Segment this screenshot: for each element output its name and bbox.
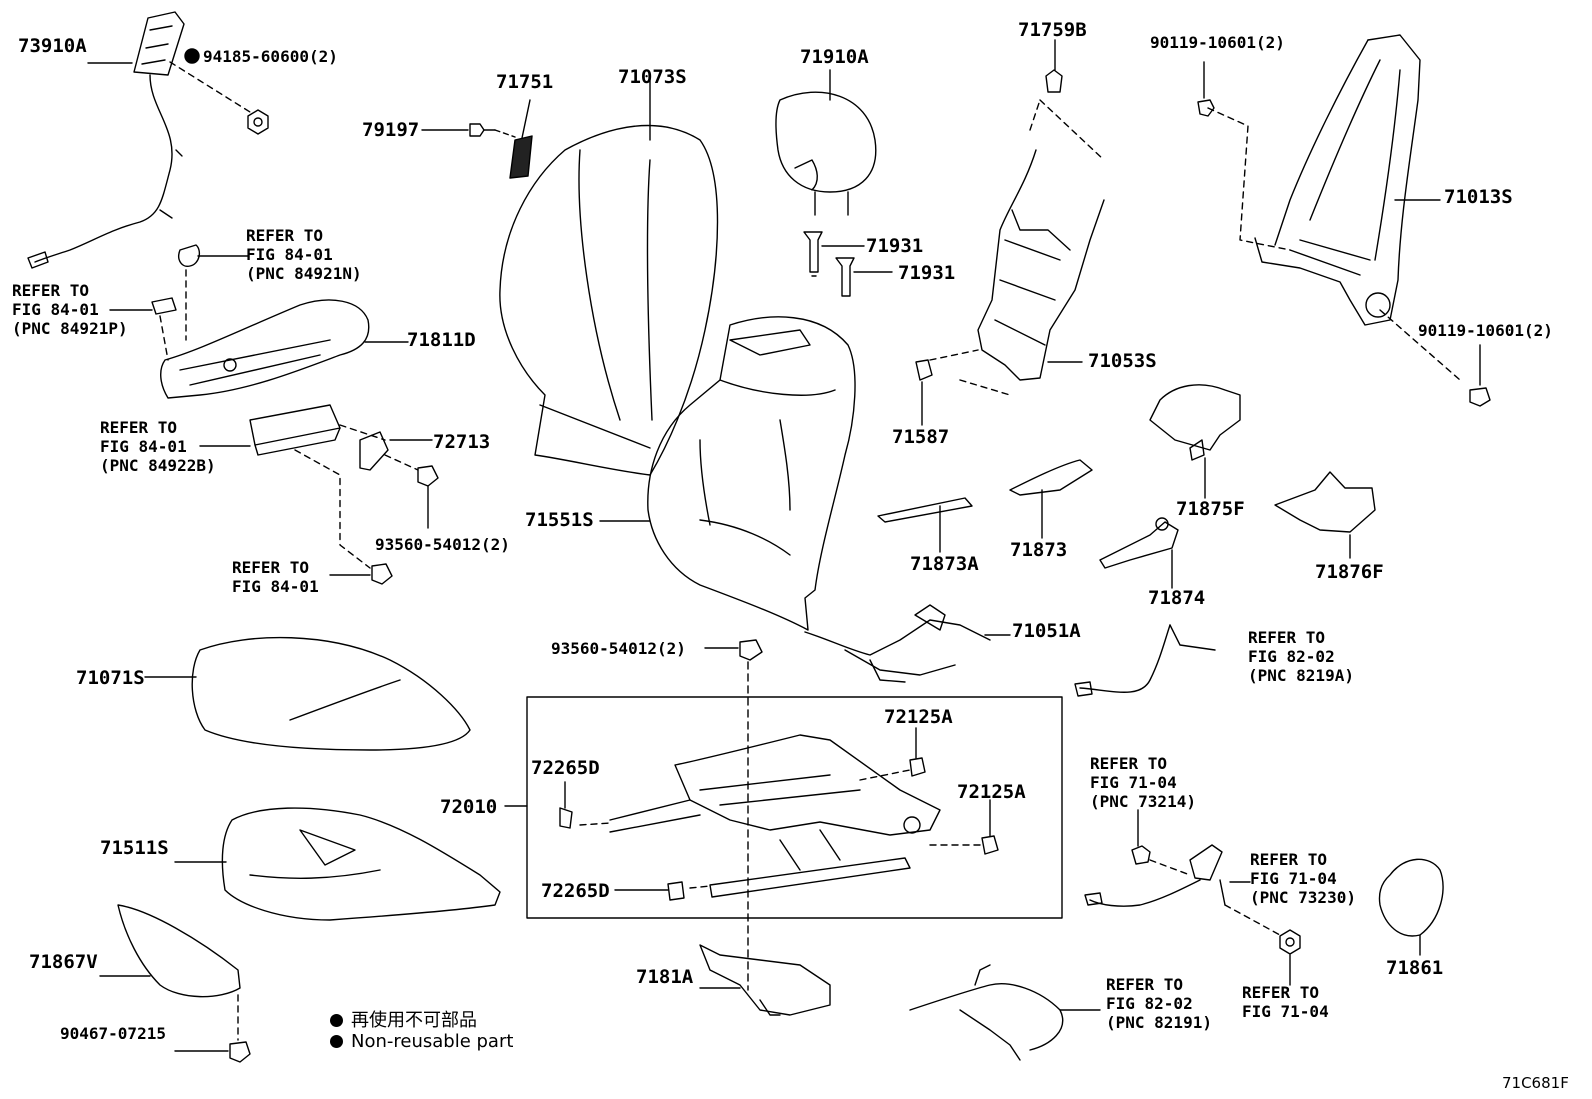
label-72010: 72010 (440, 796, 498, 818)
label-71873: 71873 (1010, 539, 1068, 561)
label-71051A: 71051A (1012, 620, 1081, 642)
airbag-module-73910A (28, 12, 184, 268)
cushion-pad-71511S (175, 808, 500, 920)
label-73910A: 73910A (18, 35, 87, 57)
label-93560-side: 93560-54012(2) (375, 535, 510, 554)
label-71876F: 71876F (1315, 561, 1384, 583)
label-71873A: 71873A (910, 553, 979, 575)
switch-84922B (200, 405, 370, 568)
bolt-90119-bottom (1470, 345, 1490, 406)
label-71874: 71874 (1148, 587, 1206, 609)
label-71875F: 71875F (1176, 498, 1245, 520)
headrest-guide-71931 (804, 232, 892, 296)
label-71759B: 71759B (1018, 19, 1087, 41)
label-7181A: 7181A (636, 966, 694, 988)
label-94185: 94185-60600(2) (203, 47, 338, 66)
back-plate-71053S (930, 100, 1104, 395)
label-71811D: 71811D (407, 329, 476, 351)
seatbelt-buckle-73230 (1085, 845, 1280, 935)
label-71587: 71587 (892, 426, 950, 448)
bracket-7181A (700, 945, 830, 1015)
label-71861: 71861 (1386, 957, 1444, 979)
wire-8219A (1075, 625, 1215, 696)
non-reusable-dot-icon (185, 49, 199, 63)
cap-72265D-upper (560, 782, 572, 828)
label-71931-b: 71931 (898, 262, 956, 284)
label-71867V: 71867V (29, 951, 98, 973)
label-71931-a: 71931 (866, 235, 924, 257)
side-cover-71811D (110, 245, 408, 398)
pad-71751 (510, 100, 532, 178)
pad-71875F (1150, 385, 1240, 498)
label-72125A-upper: 72125A (884, 706, 953, 728)
label-71073S: 71073S (618, 66, 687, 88)
label-72125A-lower: 72125A (957, 781, 1026, 803)
trim-71874 (1100, 518, 1178, 588)
nut-71-04 (1280, 930, 1300, 985)
seatback-cover-71073S (500, 75, 718, 475)
label-90467: 90467-07215 (60, 1024, 166, 1043)
nut-72125A-upper (860, 728, 925, 780)
label-93560-center: 93560-54012(2) (551, 639, 686, 658)
label-90119-bottom: 90119-10601(2) (1418, 321, 1553, 340)
harness-82191 (910, 965, 1100, 1060)
clip-79197 (422, 124, 515, 137)
label-71071S: 71071S (76, 667, 145, 689)
label-71551S: 71551S (525, 509, 594, 531)
screw-84-01 (330, 564, 392, 584)
trim-71873 (1010, 460, 1092, 538)
cushion-cover-71071S (145, 638, 470, 750)
label-71053S: 71053S (1088, 350, 1157, 372)
trim-71873A (878, 498, 972, 552)
clip-71759B (1046, 40, 1062, 92)
label-71751: 71751 (496, 71, 554, 93)
seat-adjuster-72010 (580, 735, 940, 897)
bracket-72713 (340, 425, 432, 470)
cover-71861 (1379, 859, 1443, 955)
harness-71051A (805, 605, 1010, 682)
label-79197: 79197 (362, 119, 420, 141)
nut-94185 (170, 49, 268, 134)
label-71511S: 71511S (100, 837, 169, 859)
figure-code: 71C681F (1502, 1074, 1569, 1092)
trim-71867V (100, 905, 240, 1040)
bolt-90119-top (1198, 62, 1214, 116)
label-72265D-upper: 72265D (531, 757, 600, 779)
seat-adjuster-box-72010 (527, 697, 1062, 918)
filled-circle-icon (330, 1014, 343, 1027)
label-90119-top: 90119-10601(2) (1150, 33, 1285, 52)
label-71013S: 71013S (1444, 186, 1513, 208)
legend-en: Non-reusable part (330, 1031, 513, 1052)
label-72713: 72713 (433, 431, 491, 453)
pad-71876F (1275, 472, 1375, 558)
nut-73214 (1132, 810, 1150, 864)
headrest-71910A (776, 70, 876, 215)
clip-71587 (916, 360, 932, 425)
screw-93560-side (385, 455, 438, 528)
label-72265D-lower: 72265D (541, 880, 610, 902)
clip-90467 (175, 1042, 250, 1062)
seatback-pad-71551S (600, 317, 855, 630)
filled-circle-icon (330, 1035, 343, 1048)
cap-72265D-lower (615, 882, 684, 900)
screw-93560-center (705, 640, 762, 990)
seatback-frame-71013S (1208, 35, 1460, 380)
legend-jp: 再使用不可部品 (330, 1006, 477, 1032)
label-71910A: 71910A (800, 46, 869, 68)
nut-72125A-lower (930, 800, 998, 854)
